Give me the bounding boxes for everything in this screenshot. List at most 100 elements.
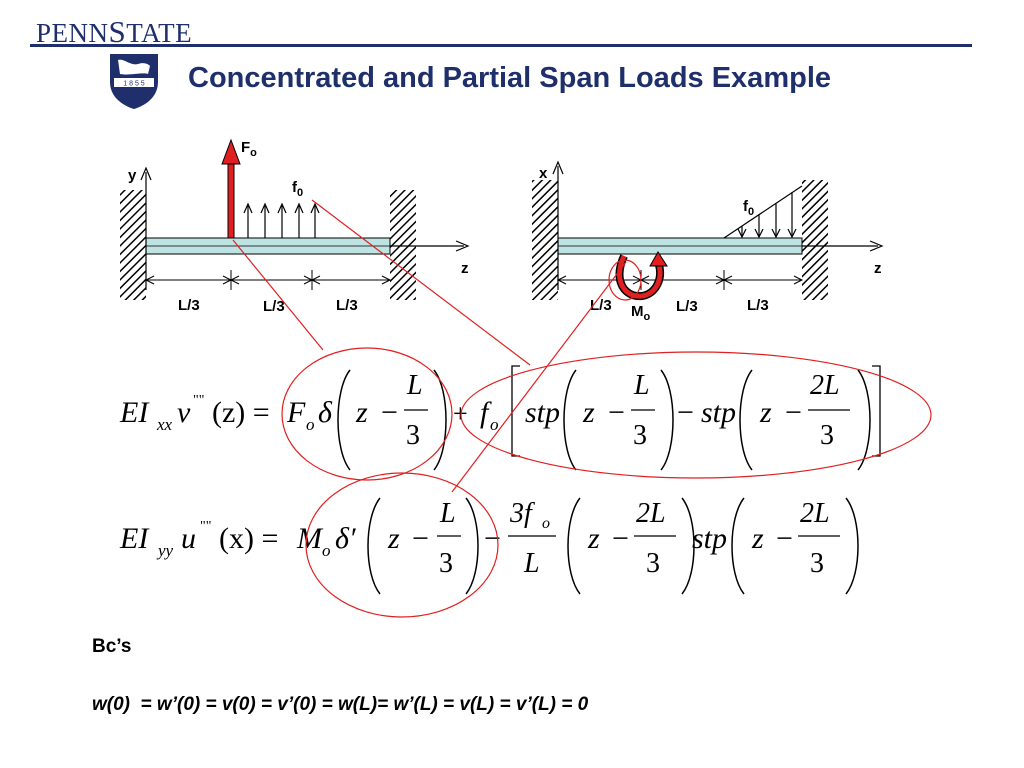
z-axis-label: z	[461, 260, 469, 277]
eq1-frac1-numerator: L	[406, 370, 423, 401]
eq1-argument: (z) =	[212, 396, 270, 429]
eq1-ei: EI	[119, 396, 150, 429]
annotation-circle-distributed-load	[460, 351, 932, 479]
segment-label-2: L/3	[263, 298, 285, 315]
distributed-load-label: f0	[743, 198, 754, 218]
eq2-function: u	[181, 522, 196, 555]
figure-canvas: y z Fo f0 L/3 L/3 L/3	[119, 138, 932, 618]
annotation-circle-moment-source	[608, 259, 642, 301]
point-force-arrow-icon	[227, 161, 235, 239]
segment-label-3: L/3	[336, 297, 358, 314]
eq1-minus-4: −	[785, 396, 802, 429]
brand-s: S	[108, 14, 127, 49]
brand-penn: PENN	[36, 18, 109, 48]
eq2-primes: ""	[200, 519, 211, 534]
eq1-f-subscript: o	[306, 415, 315, 434]
brand-tate: TATE	[126, 18, 193, 48]
left-wall-support	[120, 190, 146, 300]
eq2-minus-4: −	[776, 522, 793, 555]
eq2-ei-subscript: yy	[156, 541, 174, 560]
eq2-frac3-numerator: 2L	[636, 498, 666, 529]
eq1-delta: δ	[318, 396, 333, 429]
eq1-z-2: z	[582, 396, 595, 429]
annotation-circle-moment	[305, 472, 499, 618]
eq2-frac4-denominator: 3	[810, 548, 824, 579]
eq1-plus: +	[453, 399, 468, 428]
annotation-connector-distributed	[311, 199, 531, 366]
eq1-frac2-numerator: L	[633, 370, 650, 401]
eq1-frac3-numerator: 2L	[810, 370, 840, 401]
seal-year: 1 8 5 5	[123, 81, 145, 88]
eq2-z-3: z	[751, 522, 764, 555]
distributed-load-label: f0	[292, 179, 303, 199]
eq1-frac1-denominator: 3	[406, 420, 420, 451]
eq1-f0-subscript: o	[490, 415, 499, 434]
z-axis-arrow-icon	[455, 240, 470, 252]
eq1-z-3: z	[759, 396, 772, 429]
right-wall-support	[390, 190, 416, 300]
moment-arrow-icon	[615, 251, 668, 301]
eq1-frac3-denominator: 3	[820, 420, 834, 451]
eq1-function: v	[177, 396, 191, 429]
penn-state-shield-logo: 1 8 5 5	[110, 54, 158, 109]
y-axis-label: y	[128, 167, 137, 184]
eq2-minus-3: −	[612, 522, 629, 555]
triangular-load-arrows-icon	[723, 185, 803, 239]
eq2-delta-prime: δ′	[335, 522, 356, 555]
eq1-minus: −	[381, 396, 398, 429]
eq1-z: z	[355, 396, 368, 429]
eq2-frac2-numerator: 3f	[509, 498, 535, 529]
segment-label-2: L/3	[676, 298, 698, 315]
eq2-frac1-numerator: L	[439, 498, 456, 529]
eq2-frac1-denominator: 3	[439, 548, 453, 579]
annotation-overlay	[232, 199, 932, 618]
right-wall-support	[802, 180, 828, 300]
left-wall-support	[532, 180, 558, 300]
annotation-connector-force	[232, 239, 324, 351]
eq2-minus-2: −	[484, 522, 501, 555]
eq1-stp-1: stp	[525, 396, 560, 429]
eq2-ei: EI	[119, 522, 150, 555]
boundary-conditions-equation: w(0) = w’(0) = v(0) = v’(0) = w(L)= w’(L…	[92, 694, 589, 715]
eq1-frac2-denominator: 3	[633, 420, 647, 451]
force-label: Fo	[241, 139, 257, 159]
penn-state-wordmark: PENNSTATE	[36, 14, 192, 50]
eq2-frac2-denominator: L	[523, 548, 540, 579]
z-axis-label: z	[874, 260, 882, 277]
eq2-frac3-denominator: 3	[646, 548, 660, 579]
header-divider	[30, 44, 972, 47]
eq1-stp-2: stp	[701, 396, 736, 429]
distributed-load-arrows-icon	[243, 202, 320, 238]
x-axis-label: x	[539, 165, 548, 182]
segment-label-3: L/3	[747, 297, 769, 314]
eq1-minus-3: −	[677, 396, 694, 429]
eq2-stp: stp	[692, 522, 727, 555]
boundary-conditions-label: Bc’s	[92, 636, 132, 657]
eq2-z: z	[387, 522, 400, 555]
eq2-argument: (x) =	[219, 522, 278, 555]
eq1-primes: ""	[193, 393, 204, 408]
dimension-line	[144, 270, 392, 290]
moment-label: Mo	[631, 303, 651, 323]
eq1-f: F	[286, 396, 306, 429]
segment-label-1: L/3	[590, 297, 612, 314]
eq1-minus-2: −	[608, 396, 625, 429]
eq2-frac4-numerator: 2L	[800, 498, 830, 529]
y-axis-arrow-icon	[140, 166, 152, 181]
eq2-z-2: z	[587, 522, 600, 555]
z-axis-arrow-icon	[869, 240, 884, 252]
eq2-frac2-numerator-subscript: o	[542, 515, 550, 532]
eq1-ei-subscript: xx	[156, 415, 173, 434]
equation-2: EI yy u "" (x) = M o δ′ z − L 3 − 3f o L…	[119, 497, 859, 595]
eq2-minus: −	[412, 522, 429, 555]
annotation-connector-moment	[451, 261, 627, 493]
right-beam-diagram: x z f0 L/3 Mo L/3	[532, 160, 884, 323]
equation-1: EI xx v "" (z) = F o δ z − L 3 + f o stp…	[119, 365, 881, 471]
x-axis-arrow-icon	[552, 160, 564, 175]
segment-label-1: L/3	[178, 297, 200, 314]
eq2-m: M	[296, 522, 324, 555]
eq2-m-subscript: o	[322, 541, 331, 560]
left-beam-diagram: y z Fo f0 L/3 L/3 L/3	[120, 138, 470, 315]
annotation-circle-point-force	[281, 347, 453, 481]
slide-title: Concentrated and Partial Span Loads Exam…	[188, 62, 831, 94]
